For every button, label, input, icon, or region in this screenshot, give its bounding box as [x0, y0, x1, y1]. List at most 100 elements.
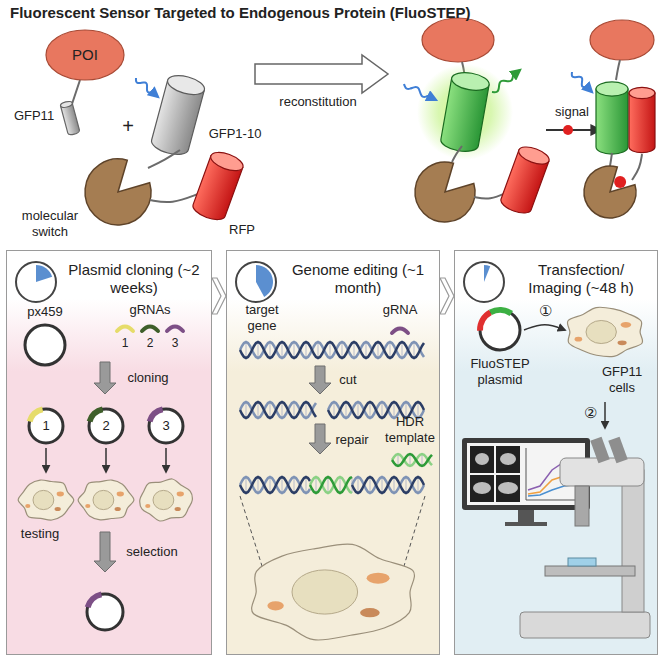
step-panel: Transfection/ Imaging (~48 h): [454, 250, 658, 655]
plasmid-number: 2: [102, 418, 109, 434]
cell-shape: [78, 480, 134, 520]
dna-rung: [294, 342, 295, 358]
step-label: repair: [329, 432, 375, 448]
organelle: [175, 507, 181, 511]
small-arrow: [105, 448, 107, 472]
plus-sign: +: [118, 114, 138, 138]
dna-rung: [398, 454, 399, 466]
microscope-base: [520, 612, 650, 638]
clock-face: [16, 262, 56, 302]
dna-strand: [240, 477, 310, 493]
dna-strand: [240, 342, 424, 358]
dna-rung: [358, 477, 359, 493]
dna-rung: [246, 477, 247, 493]
plasmid-insert: [477, 310, 492, 331]
dna-strand: [392, 454, 432, 466]
organelle: [618, 340, 627, 345]
linker-line: [452, 146, 462, 162]
cell-nucleus: [33, 490, 54, 509]
dna-rung: [306, 402, 307, 418]
dna-strand: [352, 477, 424, 493]
linker-line: [632, 154, 642, 180]
dna-rung: [382, 477, 383, 493]
panel-ground: [6, 250, 212, 655]
dna-rung: [370, 402, 371, 418]
microscope-head: [560, 458, 644, 486]
dna-rung: [378, 342, 379, 358]
zoom-line: [240, 496, 262, 566]
step-number: ②: [580, 404, 600, 422]
image-cell: [473, 482, 491, 494]
cell-nucleus: [586, 320, 616, 343]
protein-ellipse: POI: [45, 29, 125, 81]
dna-rung: [258, 477, 259, 493]
switch-label: molecular switch: [11, 208, 89, 239]
panel-ground: [226, 250, 440, 655]
dna-rung: [258, 342, 259, 358]
microscope-column: [622, 470, 644, 612]
rfp-barrel: [191, 149, 246, 224]
switch-shape: [415, 162, 475, 222]
rfp-barrel-top: [629, 87, 655, 98]
organelle: [575, 337, 583, 342]
organelle: [57, 492, 64, 497]
plasmid-insert: [489, 307, 513, 316]
panel-ground: [454, 250, 658, 655]
step-number: ①: [535, 302, 555, 320]
step-arrow: [309, 424, 331, 454]
step-label: cloning: [120, 370, 176, 386]
eyepiece: [608, 437, 627, 464]
cell-nucleus: [153, 490, 174, 509]
light-arrow: [404, 84, 436, 100]
organelle: [177, 492, 184, 497]
small-arrow: [165, 448, 167, 472]
dna-rung: [316, 477, 317, 493]
plasmid-insert: [27, 406, 43, 422]
sample-dish: [568, 558, 596, 566]
rfp-barrel-top: [516, 143, 551, 167]
dna-strand: [240, 402, 316, 418]
cell-shape: [252, 544, 415, 640]
panel-heading: Transfection/ Imaging (~48 h): [511, 261, 651, 297]
dna-rung: [330, 342, 331, 358]
grna-symbol: [167, 327, 183, 332]
dna-rung: [418, 477, 419, 493]
step-label: cut: [333, 372, 363, 388]
plasmid-number: 3: [162, 418, 169, 434]
grna-symbol: [392, 329, 408, 334]
light-arrow: [492, 70, 520, 92]
organelle: [25, 504, 30, 508]
gene-label: target gene: [232, 302, 292, 333]
dna-rung: [366, 342, 367, 358]
monitor-stand: [505, 522, 547, 526]
dna-rung: [370, 477, 371, 493]
dna-rung: [246, 342, 247, 358]
protein-ellipse: [422, 18, 494, 62]
image-tile: [470, 475, 494, 502]
organelle: [115, 507, 121, 511]
dna-strand: [392, 454, 432, 466]
clock-face: [236, 262, 276, 302]
cell-nucleus: [93, 490, 114, 509]
dna-rung: [358, 402, 359, 418]
plasmid-circle: 3: [146, 406, 186, 446]
grna-label: gRNA: [376, 302, 424, 318]
dna-rung: [270, 342, 271, 358]
switch-shape: [584, 166, 636, 218]
dna-rung: [342, 342, 343, 358]
cell-shape: [18, 480, 74, 520]
gfp-barrel-body: [596, 89, 628, 154]
dna-rung: [346, 402, 347, 418]
protein-ellipse: [590, 20, 654, 60]
dna-rung: [334, 402, 335, 418]
dna-strand: [240, 402, 316, 418]
rfp-barrel: [499, 143, 552, 216]
dna-strand: [240, 342, 424, 358]
image-cell: [475, 453, 489, 465]
dna-rung: [414, 342, 415, 358]
gfp-barrel: [149, 72, 206, 158]
switch-shape: [85, 159, 151, 225]
plasmid-insert: [87, 406, 103, 422]
image-tile: [496, 475, 520, 502]
hollow-arrow: [255, 55, 388, 93]
